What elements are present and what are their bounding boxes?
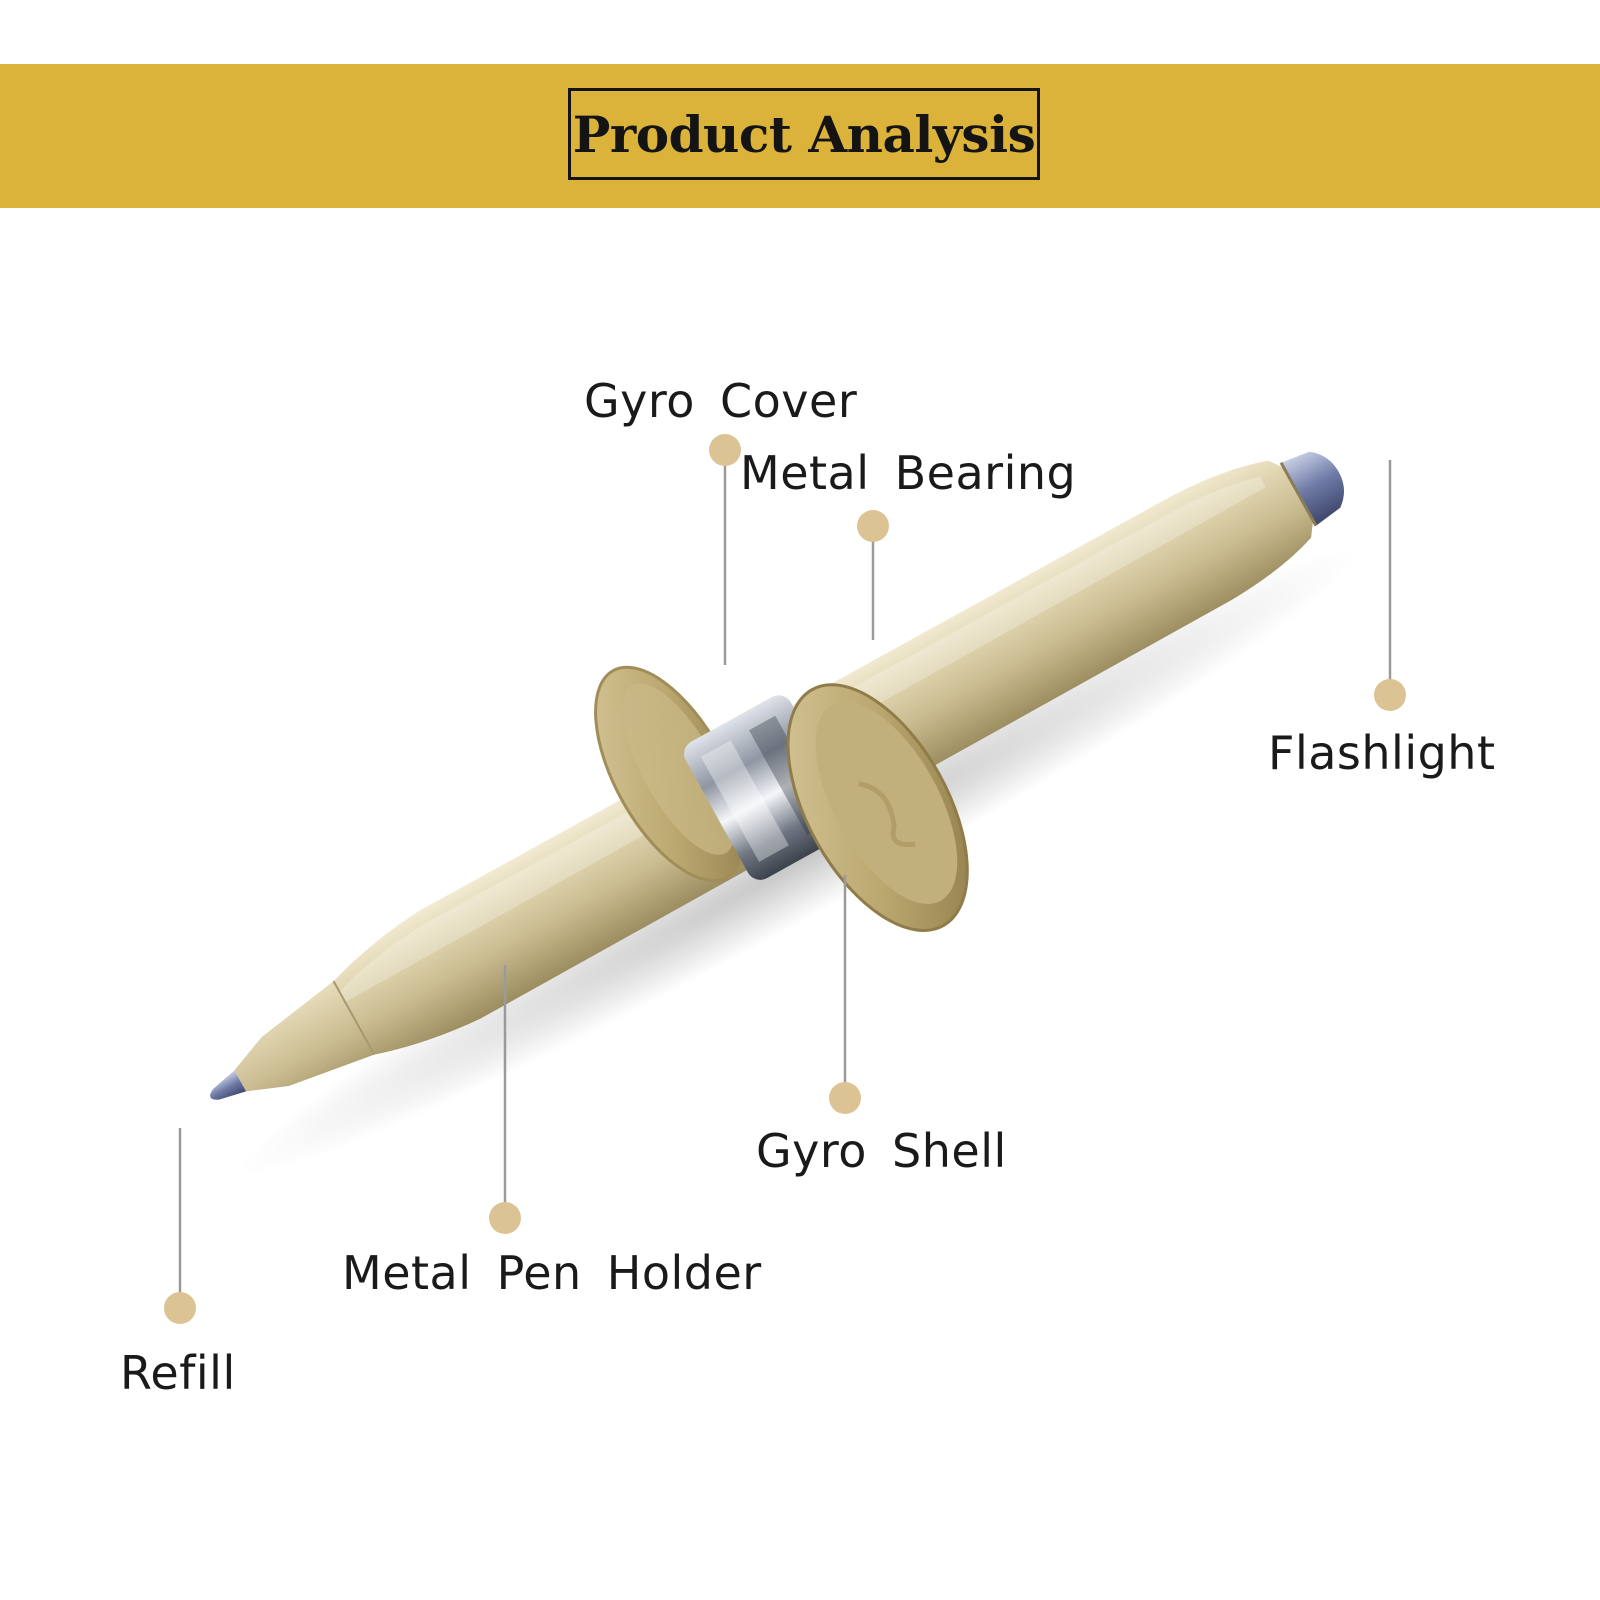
pen-illustration (210, 451, 1344, 1100)
flashlight-cap (1281, 451, 1344, 526)
callout-dot-metal-pen-holder (489, 1202, 521, 1234)
callout-dot-flashlight (1374, 679, 1406, 711)
label-flashlight: Flashlight (1268, 726, 1496, 780)
label-gyro-shell: Gyro Shell (756, 1124, 1007, 1178)
label-refill: Refill (120, 1346, 236, 1400)
page-title: Product Analysis (572, 104, 1036, 164)
refill-tip (210, 1070, 247, 1100)
label-metal-pen-holder: Metal Pen Holder (342, 1246, 762, 1300)
callout-dot-refill (164, 1292, 196, 1324)
title-frame: Product Analysis (568, 88, 1040, 180)
callout-dot-gyro-cover (709, 434, 741, 466)
callout-dot-metal-bearing (857, 510, 889, 542)
label-metal-bearing: Metal Bearing (740, 446, 1077, 500)
label-gyro-cover: Gyro Cover (584, 374, 858, 428)
callout-dot-gyro-shell (829, 1082, 861, 1114)
